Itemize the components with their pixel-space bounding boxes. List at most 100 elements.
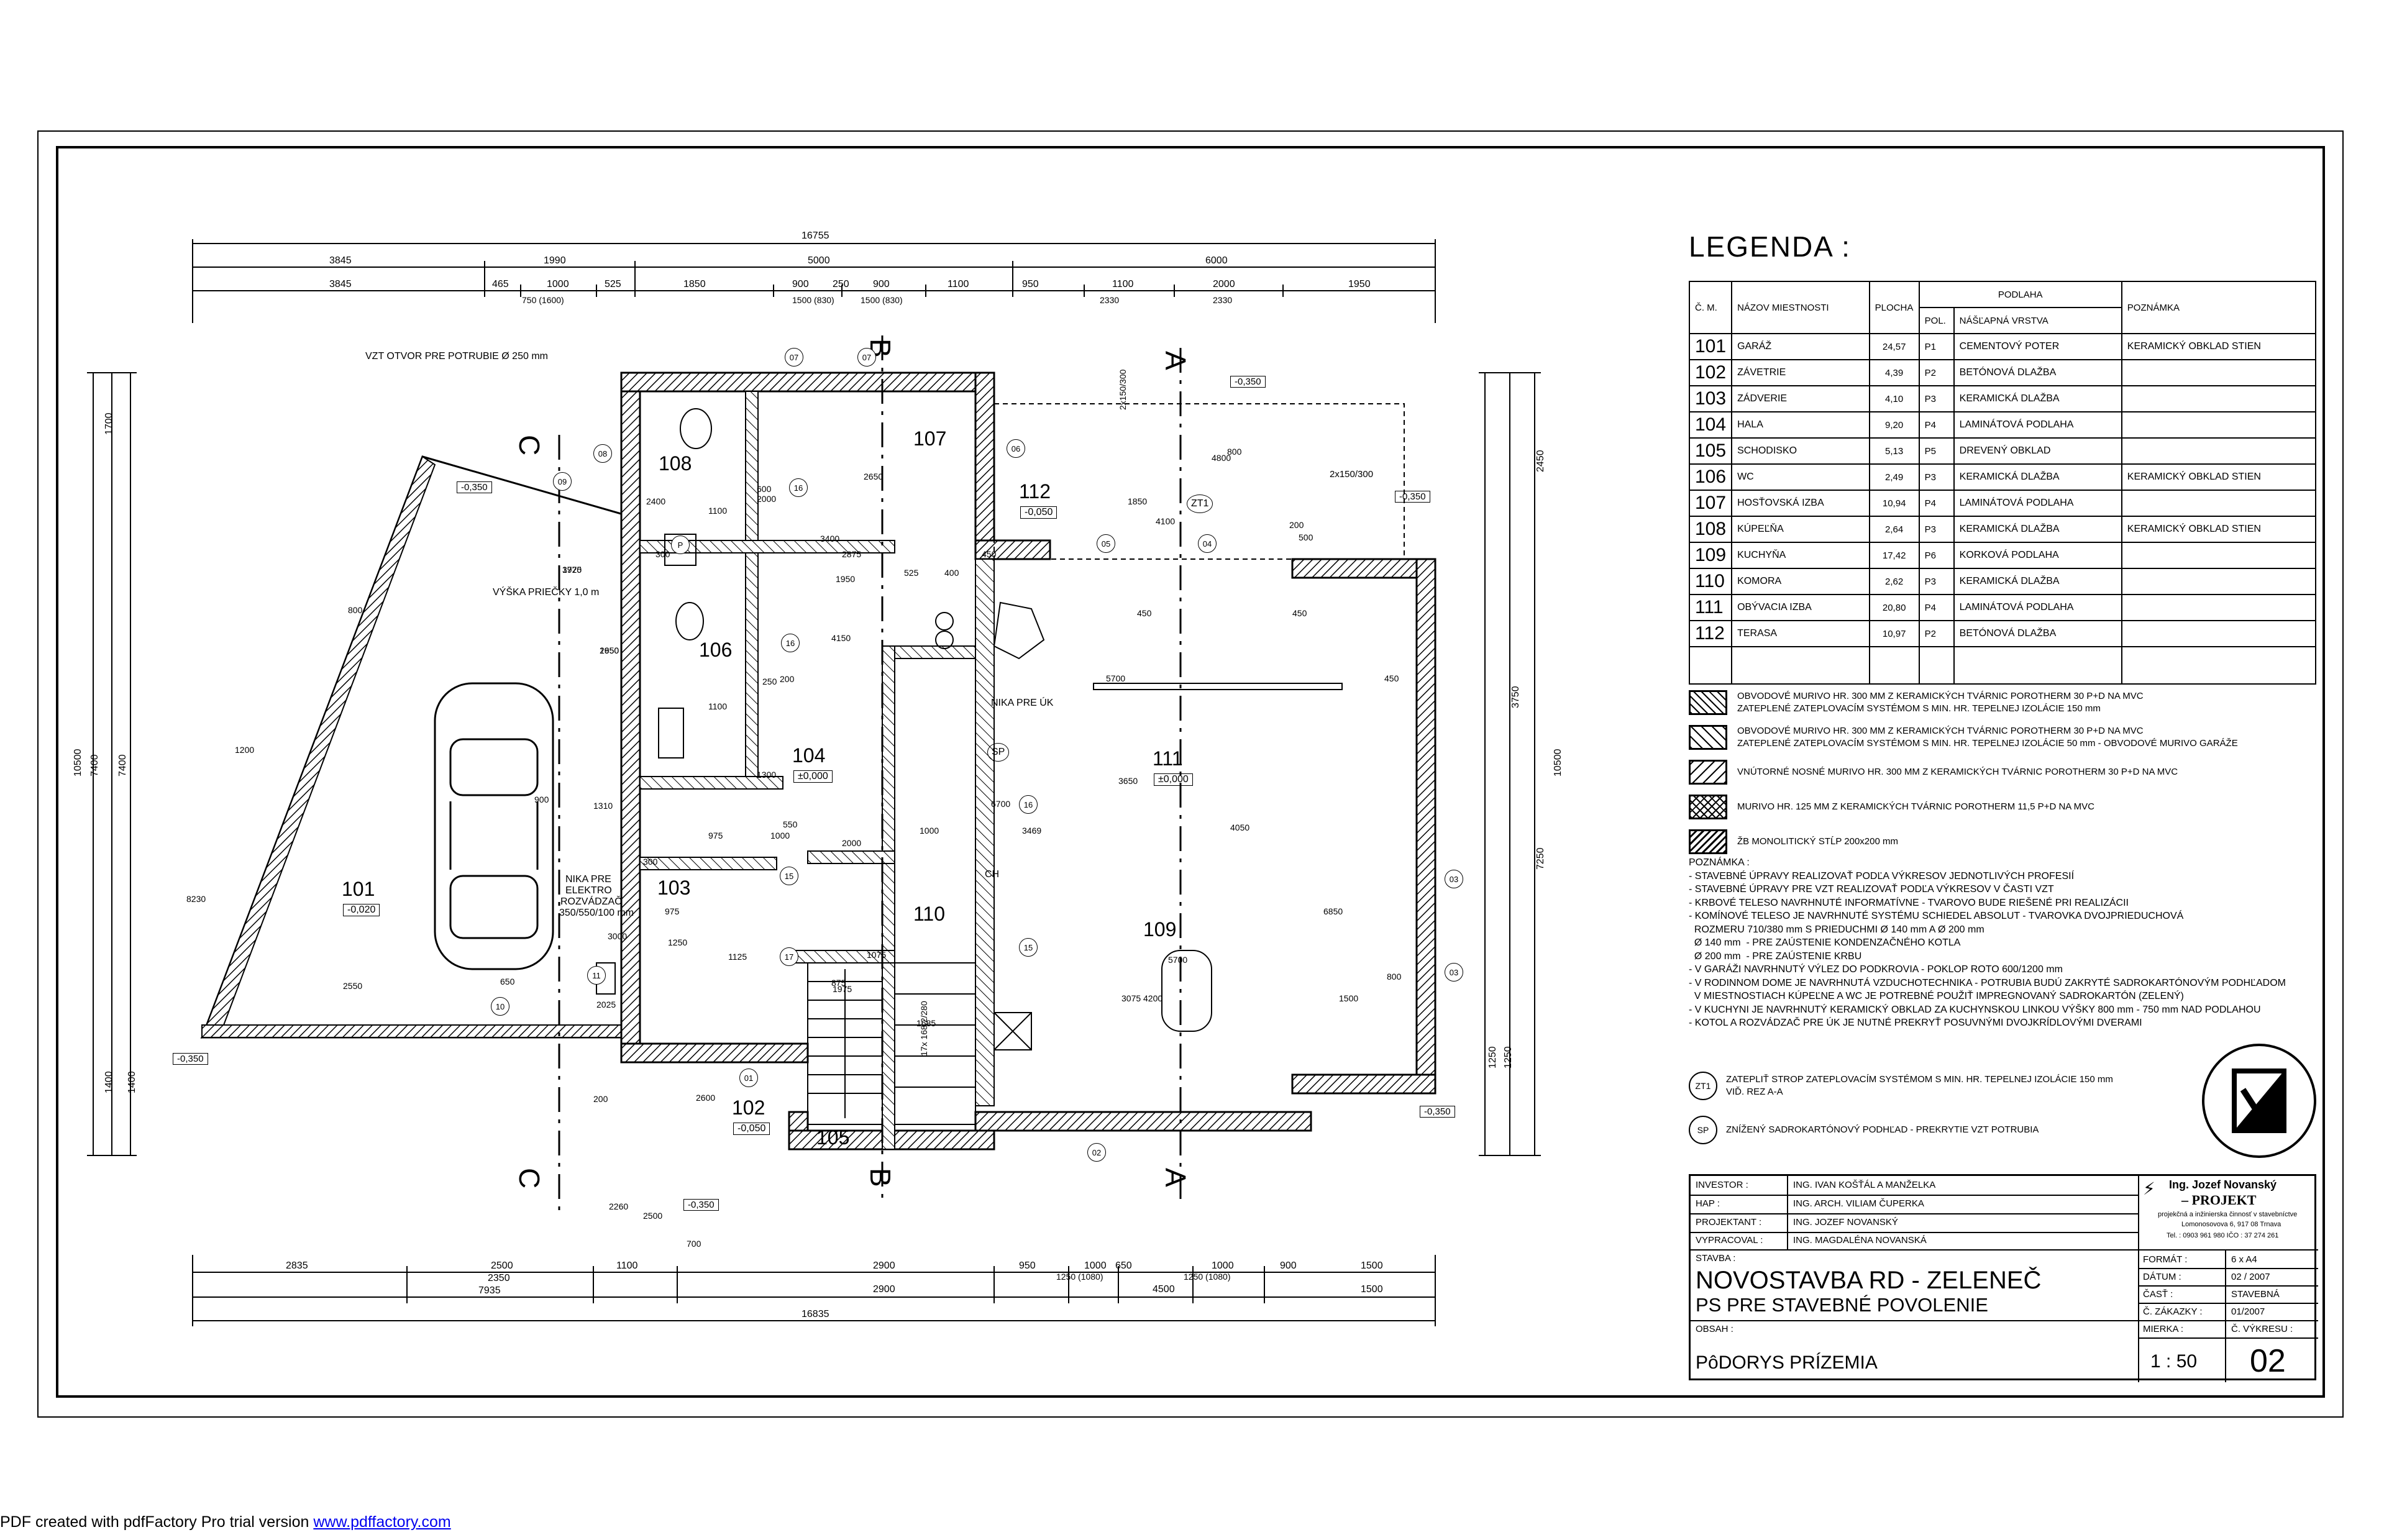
room-num: 108 [1688, 516, 1733, 543]
dim-label: 2350 [488, 1273, 510, 1283]
room-schedule-table: Č. M. NÁZOV MIESTNOSTI PLOCHA PODLAHA PO… [1688, 281, 2317, 685]
dim-label: 2500 [643, 1211, 663, 1221]
project-name: NOVOSTAVBA RD - ZELENEČ [1696, 1267, 2042, 1294]
interior-walls [639, 391, 995, 1150]
dim-label: 1000 [920, 826, 939, 836]
dim-label: 950 [1022, 279, 1039, 289]
dim-label: 1200 [235, 745, 255, 755]
wall-type-row: ŽB MONOLITICKÝ STĹP 200x200 mm [1689, 826, 2316, 858]
investor-value: ING. IVAN KOŠŤÁL A MANŽELKA [1793, 1180, 1936, 1190]
dim-label: 450 [1137, 608, 1152, 618]
sp-marker: SP [1689, 1116, 1717, 1144]
dim-label: 2025 [596, 1000, 616, 1009]
dim-label: 5000 [808, 255, 830, 266]
dim-label-vertical: 7400 [89, 754, 100, 777]
room-layer: LAMINÁTOVÁ PODLAHA [1953, 490, 2122, 517]
designer-value: ING. JOZEF NOVANSKÝ [1793, 1217, 1898, 1228]
blank-cell [1731, 646, 1870, 685]
dim-label: 875 [831, 978, 846, 988]
dim-label: 1300 [757, 770, 777, 780]
dim-label: 1000 [1212, 1260, 1234, 1271]
blank-cell [1868, 646, 1920, 685]
elevation-label: -0,350 [683, 1199, 719, 1211]
format-value: 6 x A4 [2231, 1254, 2257, 1265]
room-code: P5 [1918, 437, 1955, 465]
room-level-label: ±0,000 [793, 770, 833, 783]
room-num: 106 [1688, 463, 1733, 491]
dim-label: 650 [1115, 1260, 1132, 1271]
room-layer: KERAMICKÁ DLAŽBA [1953, 385, 2122, 412]
room-name: ZÁDVERIE [1731, 385, 1870, 412]
dim-label: 2550 [343, 981, 363, 991]
part-label: ČASŤ : [2143, 1289, 2173, 1300]
dim-label: 1925 [562, 565, 582, 575]
footer-prefix: PDF created with pdfFactory Pro trial ve… [0, 1513, 314, 1531]
dim-label: 450 [1384, 673, 1399, 683]
marker-circle: 07 [785, 348, 803, 367]
marker-circle: 15 [780, 867, 798, 885]
dim-label: 465 [492, 279, 509, 289]
room-code: P1 [1918, 333, 1955, 360]
dim-label: 200 [1289, 520, 1304, 530]
sp-legend: SP ZNÍŽENÝ SADROKARTÓNOVÝ PODHĽAD - PREK… [1689, 1116, 2039, 1144]
room-layer: KERAMICKÁ DLAŽBA [1953, 516, 2122, 543]
dim-label: 1500 [1361, 1260, 1383, 1271]
hap-label: HAP : [1696, 1198, 1720, 1209]
dim-label-vertical: 3750 [1510, 686, 1521, 708]
room-name: HALA [1731, 411, 1870, 439]
dim-label: 6850 [1323, 906, 1343, 916]
garage-outline [200, 455, 629, 1039]
dim-label: 900 [534, 795, 549, 804]
room-layer: KERAMICKÁ DLAŽBA [1953, 568, 2122, 595]
dim-label: 975 [708, 831, 723, 841]
room-code: P4 [1918, 411, 1955, 439]
blank-cell [1688, 646, 1733, 685]
blank-row [1688, 646, 2317, 685]
chimney-label: 2x150/300 [1330, 469, 1374, 480]
dim-label: 4150 [831, 633, 851, 643]
dim-label: 1000 [547, 279, 569, 289]
dim-label: 4500 [1153, 1284, 1175, 1295]
dim-label: 4800 [1212, 453, 1231, 463]
car-symbol [434, 682, 554, 970]
dim-label: 400 [944, 568, 959, 578]
dim-label: 1100 [948, 279, 969, 289]
elevation-label: -0,350 [173, 1053, 208, 1065]
company-line-1: projekčná a inžinierska činnosť v staveb… [2158, 1211, 2298, 1218]
top-dimensions [192, 239, 1436, 323]
zt1-marker: ZT1 [1689, 1072, 1717, 1100]
note-line: - STAVEBNÉ ÚPRAVY PRE VZT REALIZOVAŤ POD… [1689, 884, 2054, 895]
marker-circle: 06 [1007, 439, 1025, 458]
room-num: 101 [1688, 333, 1733, 360]
room-level-label: -0,050 [733, 1123, 770, 1135]
dim-label: 2500 [491, 1260, 513, 1271]
notes-title: POZNÁMKA : [1689, 857, 1750, 868]
note-line: Ø 140 mm - PRE ZAÚSTENIE KONDENZAČNÉHO K… [1689, 937, 1961, 948]
ch-label: CH [985, 869, 1000, 880]
date-label: DÁTUM : [2143, 1272, 2181, 1282]
dim-label: 1250 (1080) [1056, 1272, 1103, 1282]
section-lines [558, 335, 1182, 1211]
room-num: 102 [1688, 359, 1733, 386]
dim-label-vertical: 10500 [1553, 749, 1563, 777]
wall-type-row: VNÚTORNÉ NOSNÉ MURIVO HR. 300 MM Z KERAM… [1689, 756, 2316, 788]
zt1-tag: ZT1 [1187, 494, 1213, 513]
section-marker: A [1159, 351, 1192, 370]
legend-title: LEGENDA : [1689, 230, 1851, 263]
room-name: GARÁŽ [1731, 333, 1870, 360]
note-line: - KRBOVÉ TELESO NAVRHNUTÉ INFORMATÍVNE -… [1689, 897, 2129, 908]
dim-label: 1250 [668, 937, 688, 947]
room-area: 2,49 [1868, 463, 1920, 491]
pdffactory-link[interactable]: www.pdffactory.com [313, 1513, 451, 1531]
section-marker: A [1159, 1168, 1192, 1187]
dim-label: 3469 [1022, 826, 1042, 836]
wall-type-text: OBVODOVÉ MURIVO HR. 300 MM Z KERAMICKÝCH… [1737, 726, 2144, 736]
stavba-label: STAVBA : [1696, 1253, 1736, 1264]
room-layer: LAMINÁTOVÁ PODLAHA [1953, 411, 2122, 439]
dim-label: 1500 [1339, 993, 1359, 1003]
room-layer: DREVENÝ OBKLAD [1953, 437, 2122, 465]
